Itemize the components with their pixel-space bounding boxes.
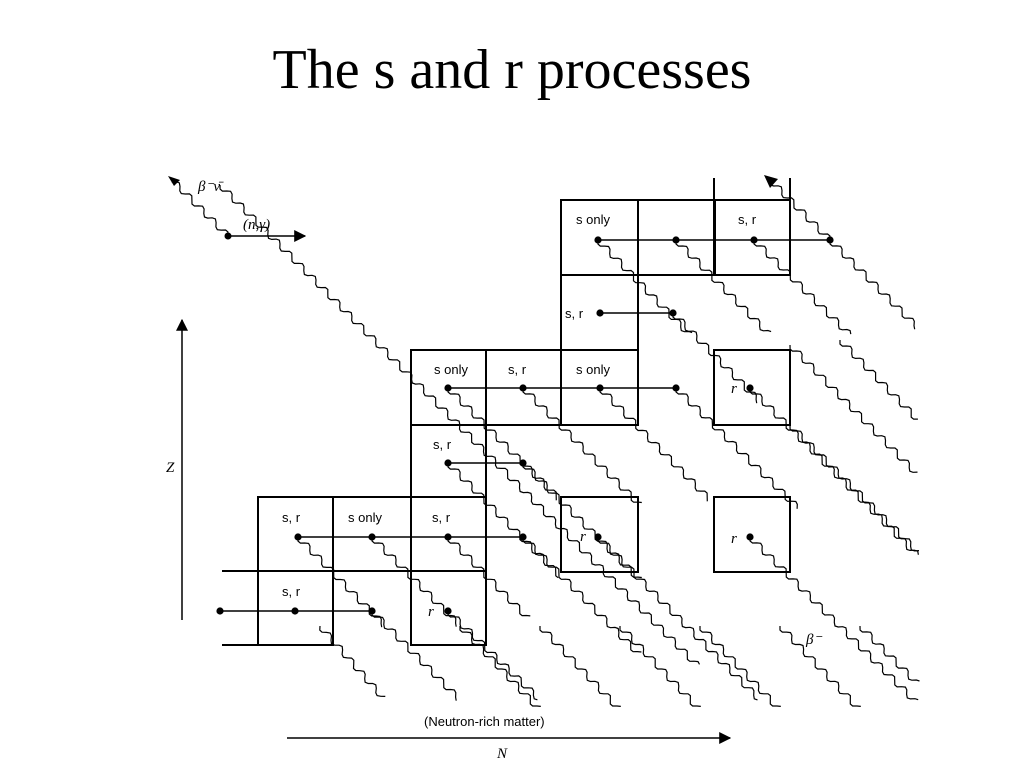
beta-decay-path: [749, 387, 919, 555]
nucleus-dot: [594, 533, 602, 541]
cell-label-s-r: s, r: [508, 362, 527, 377]
beta-minus-label: β⁻: [805, 632, 822, 648]
isotope-cells: s only s, r s, r s only s, r s only r s, r s, r s…: [222, 178, 791, 646]
nucleus-dot: [672, 384, 680, 392]
beta-decay-path: [447, 536, 531, 617]
cell-label-s-r_plain: s, r: [432, 510, 451, 525]
beta-decay-path: [769, 181, 831, 241]
neutron-capture-chains: [216, 236, 834, 615]
beta-decay-path: [522, 536, 642, 653]
beta-decay-paths: [168, 175, 920, 707]
legend-capture-label: (n,γ): [243, 217, 270, 233]
nucleus-dot: [368, 533, 376, 541]
cell-label-r: r: [731, 381, 737, 397]
legend-beta-wave-icon: [171, 181, 229, 237]
z-axis-label: Z: [166, 460, 175, 476]
nucleus-dot: [669, 309, 677, 317]
legend-beta-arrowhead-icon: [168, 176, 180, 186]
nucleus-dot: [519, 533, 527, 541]
beta-decay-path: [675, 239, 772, 333]
beta-decay-path: [839, 340, 918, 420]
cell-label-s-r: s, r: [433, 437, 452, 452]
legend-beta-label: β⁻ν̄: [197, 179, 224, 195]
slide-title: The s and r processes: [272, 39, 752, 101]
beta-decay-path: [753, 239, 852, 335]
beta-decay-path: [539, 626, 621, 707]
cell-label-s-only: s only: [434, 362, 468, 377]
nucleus-dot: [216, 607, 224, 615]
nucleus-dot: [291, 607, 299, 615]
cell-label-r: r: [731, 531, 737, 547]
cell-label-s-r: s, r: [738, 212, 757, 227]
beta-decay-path: [371, 536, 457, 627]
top-arrowhead-icon: [764, 175, 778, 188]
beta-decay-path: [599, 387, 708, 502]
beta-decay-path: [672, 313, 758, 404]
nucleus-dot: [519, 384, 527, 392]
isotope-cell: [713, 199, 791, 276]
beta-decay-path: [371, 610, 457, 701]
beta-decay-path: [597, 240, 693, 334]
legend-dot: [224, 232, 232, 240]
nucleus-dot: [294, 533, 302, 541]
isotope-cell: [560, 496, 639, 573]
beta-decay-path: [829, 239, 916, 330]
beta-decay-path: [447, 462, 559, 579]
cell-label-s-r: s, r: [282, 510, 301, 525]
nucleus-dot: [444, 607, 452, 615]
isotope-cell: [410, 570, 487, 646]
isotope-cell: [713, 349, 791, 426]
beta-decay-path: [675, 387, 798, 509]
beta-decay-path: [597, 536, 758, 701]
nucleus-dot: [746, 384, 754, 392]
cell-label-s-only: s only: [576, 212, 610, 227]
nucleus-dot: [596, 384, 604, 392]
legend: (n,γ) β⁻ν̄: [197, 179, 307, 242]
beta-decay-path: [297, 537, 383, 628]
nucleus-dot: [672, 236, 680, 244]
beta-decay-path: [779, 626, 861, 707]
nucleus-dot: [750, 236, 758, 244]
isotope-cell: [713, 496, 791, 573]
cell-label-s-r: s, r: [282, 584, 301, 599]
beta-decay-path: [522, 462, 642, 579]
nucleus-dot: [596, 309, 604, 317]
beta-decay-path: [789, 344, 918, 473]
cell-label-s-only: s only: [348, 510, 382, 525]
n-axis-caption: (Neutron-rich matter): [424, 714, 545, 729]
cell-label-r: r: [580, 529, 586, 545]
nucleus-dot: [594, 236, 602, 244]
isotope-cell: [257, 570, 334, 646]
nucleus-dot: [826, 236, 834, 244]
beta-decay-path: [319, 625, 386, 697]
beta-decay-path: [447, 387, 557, 501]
beta-decay-path: [619, 626, 701, 707]
beta-decay-path: [522, 387, 642, 504]
beta-decay-path: [459, 626, 541, 707]
cell-label-s-only: s only: [576, 362, 610, 377]
nucleus-dot: [746, 533, 754, 541]
beta-decay-path: [447, 610, 538, 701]
cell-label-r: r: [428, 604, 434, 620]
beta-decay-path: [699, 626, 781, 707]
nucleus-dot: [368, 607, 376, 615]
beta-decay-path: [859, 625, 920, 682]
n-axis-label: N: [496, 746, 508, 762]
beta-decay-path: [749, 536, 919, 701]
nucleus-dot: [519, 459, 527, 467]
beta-decay-path: [789, 424, 920, 552]
nucleus-dot: [444, 459, 452, 467]
nucleus-dot: [444, 533, 452, 541]
cell-label-s-r: s, r: [565, 306, 584, 321]
nucleus-dot: [444, 384, 452, 392]
